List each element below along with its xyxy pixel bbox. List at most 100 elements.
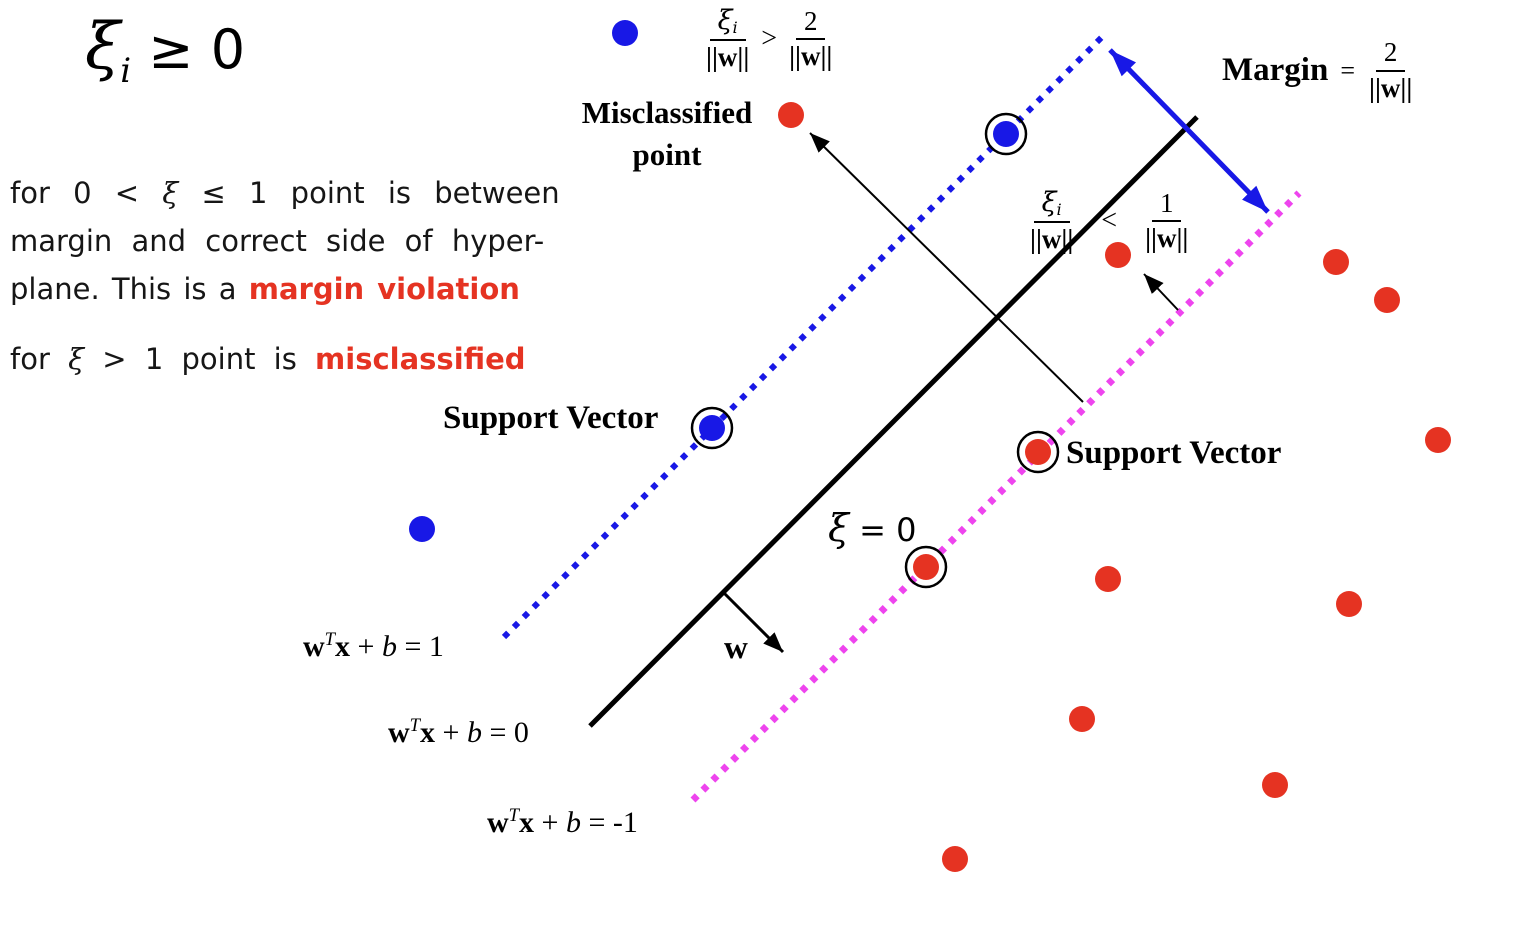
w-vector-arrow [721,590,785,654]
transpose-superscript: T [409,715,421,736]
slack-over-margin-formula: ξi ||w|| > 2 ||w|| [704,6,834,73]
support-vector-point-blue [699,415,725,441]
fraction-2-over-norm-w: 2 ||w|| [787,6,834,72]
transpose-superscript: T [324,629,336,650]
xi-zero-red-point-circle [904,545,948,589]
transpose-superscript: T [508,805,520,826]
x-bold: x [420,716,436,749]
support-vector-point-blue-circle [690,406,734,450]
xi-equals-zero-label: ξ = 0 [828,506,916,550]
title-relation: ≥ 0 [131,18,246,81]
red-point-1 [1323,249,1349,275]
title-xi-subscript: i [120,51,132,91]
b-italic: b [466,716,482,749]
support-vector-point-red [1025,439,1051,465]
equals-zero: = 0 [848,511,917,549]
blue-point-on-margin-circle [984,112,1028,156]
blue-point-top [612,20,638,46]
fraction-numerator: ξi [1033,187,1070,223]
margin-line-plus1 [501,31,1108,640]
misclassified-point-arrow [809,132,1084,403]
red-point-3 [1425,427,1451,453]
w-vector-label: w [724,630,748,666]
xi-zero-red-point [913,554,939,580]
margin-width-label: Margin = 2 ||w|| [1222,37,1414,103]
fraction-numerator: ξi [709,5,746,41]
w-bold: w [388,716,410,749]
paragraph1-line3-pre: plane. This is a [10,272,249,306]
paragraph2-pre: for [10,342,69,376]
red-point-4 [1095,566,1121,592]
equals-value: = 1 [396,630,444,663]
xi-symbol: ξ [1041,187,1057,218]
support-vector-label-right: Support Vector [1066,435,1282,471]
margin-violation-paragraph: for 0 < ξ ≤ 1 point is between margin an… [10,176,635,320]
margin-violation-arrow [1143,273,1179,311]
paragraph2-xi-symbol: ξ [68,342,85,376]
equation-hyperplane: wTx + b = 0 [388,715,529,750]
blue-point-on-margin [993,121,1019,147]
paragraph1-line1-pre: for 0 < [10,176,163,210]
xi-symbol: ξ [828,506,849,550]
equation-margin-plus1: wTx + b = 1 [303,629,444,664]
fraction-numerator: 2 [1375,37,1406,72]
red-point-7 [1262,772,1288,798]
fraction-denominator: ||w|| [1145,223,1189,254]
paragraph1-line2: margin and correct side of hyper- [10,224,545,258]
title-xi-symbol: ξ [85,10,121,84]
fraction-denominator: ||w|| [789,41,833,72]
equals-value: = -1 [580,806,638,839]
hyperplane-line [588,115,1199,728]
w-bold: w [303,630,325,663]
equals-sign: = [1340,55,1355,85]
red-point-5 [1336,591,1362,617]
red-point-8 [942,846,968,872]
misclassified-label-line2: point [632,137,702,172]
paragraph1-xi-symbol: ξ [162,176,179,210]
margin-line-minus1 [690,190,1302,803]
plus-sign: + [435,716,467,749]
b-italic: b [565,806,581,839]
margin-violation-highlight: margin violation [248,272,520,306]
margin-violation-red-point [1105,242,1131,268]
misclassified-point-label: Misclassified point [552,92,782,176]
fraction-numerator: 1 [1151,188,1182,223]
fraction-1-over-norm-w: 1 ||w|| [1143,188,1190,254]
b-italic: b [381,630,397,663]
plus-sign: + [350,630,382,663]
fraction-denominator: ||w|| [1030,223,1074,254]
paragraph1-line1-post: ≤ 1 point is between [178,176,560,210]
support-vector-point-red-circle [1016,430,1060,474]
equals-value: = 0 [481,716,529,749]
misclassified-highlight: misclassified [315,342,526,376]
fraction-denominator: ||w|| [1369,72,1413,103]
plus-sign: + [534,806,566,839]
x-bold: x [519,806,535,839]
xi-symbol: ξ [717,5,733,36]
blue-point-left [409,516,435,542]
fraction-denominator: ||w|| [706,41,750,72]
less-than-sign: < [1101,205,1118,237]
xi-subscript: i [1056,200,1062,220]
margin-word: Margin [1222,52,1329,89]
paragraph2-mid: > 1 point is [84,342,316,376]
red-point-2 [1374,287,1400,313]
xi-subscript: i [732,18,738,38]
paragraph1-line1: for 0 < ξ ≤ 1 point is between [10,176,635,224]
x-bold: x [335,630,351,663]
misclassified-red-point [778,102,804,128]
margin-width-arrow [1108,48,1270,214]
equation-margin-minus1: wTx + b = -1 [487,805,638,840]
w-bold: w [487,806,509,839]
paragraph1-line3: plane. This is a margin violation [10,272,635,320]
misclassified-paragraph: for ξ > 1 point is misclassified [10,342,526,376]
misclassified-label-line1: Misclassified [581,95,753,130]
fraction-xi-over-norm-w: ξi ||w|| [1028,188,1075,255]
greater-than-sign: > [761,23,778,55]
margin-violation-formula: ξi ||w|| < 1 ||w|| [1028,188,1190,255]
slide-title: ξi ≥ 0 [85,10,245,91]
fraction-xi-over-norm-w: ξi ||w|| [704,6,751,73]
support-vector-label-left: Support Vector [443,400,659,436]
